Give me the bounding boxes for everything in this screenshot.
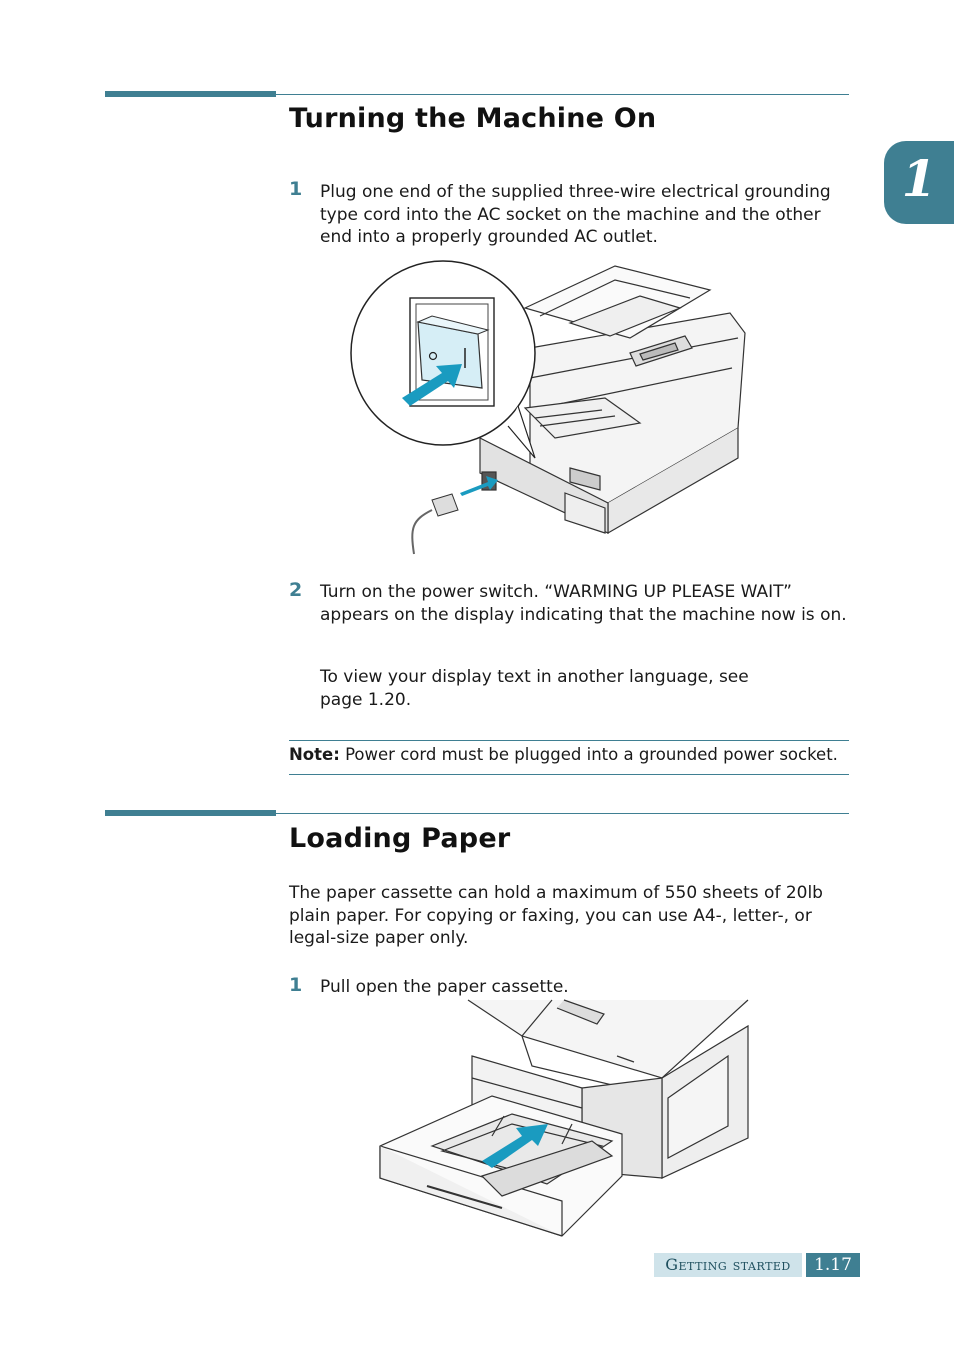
step-number: 1 xyxy=(289,178,303,200)
section-bar-thick xyxy=(105,91,276,97)
section-title-power: Turning the Machine On xyxy=(289,103,657,134)
section-bar-thick xyxy=(105,810,276,816)
footer-page-number: 1.17 xyxy=(806,1253,860,1277)
step-text: Pull open the paper cassette. xyxy=(320,977,569,997)
note-label: Note: xyxy=(289,745,340,764)
chapter-number: 1 xyxy=(901,149,937,208)
step-text: Turn on the power switch. “WARMING UP PL… xyxy=(320,582,847,625)
paper-cassette-illustration xyxy=(379,999,749,1237)
section-intro: The paper cassette can hold a maximum of… xyxy=(289,883,823,948)
section-bar-thin xyxy=(276,813,849,814)
note-rule-bottom xyxy=(289,774,849,775)
step-extra-text: To view your display text in another lan… xyxy=(320,667,749,710)
note: Note: Power cord must be plugged into a … xyxy=(289,744,859,766)
step-number: 2 xyxy=(289,579,303,601)
note-rule-top xyxy=(289,740,849,741)
step-number: 1 xyxy=(289,974,303,996)
step-text: Plug one end of the supplied three-wire … xyxy=(320,182,831,247)
note-text: Power cord must be plugged into a ground… xyxy=(339,745,838,764)
footer-section-label: Getting started xyxy=(654,1253,802,1277)
chapter-tab: 1 xyxy=(884,141,954,224)
power-switch-illustration xyxy=(350,260,746,555)
section-title-paper: Loading Paper xyxy=(289,823,511,854)
section-bar-thin xyxy=(276,94,849,95)
